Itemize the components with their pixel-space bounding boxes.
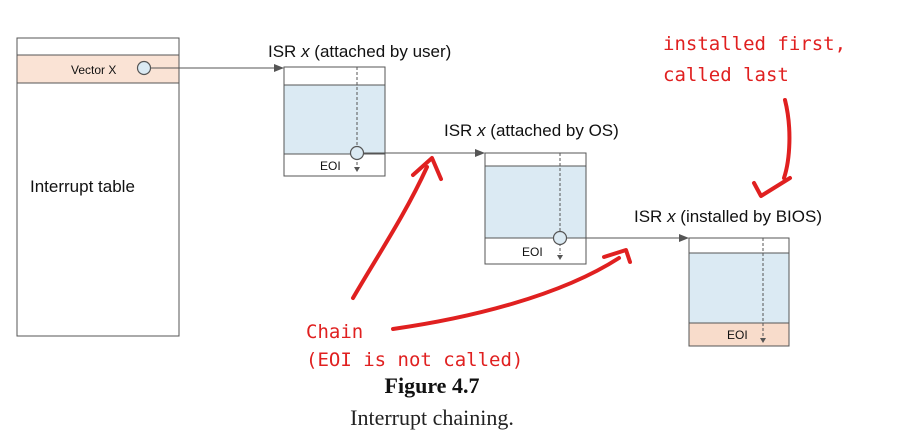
vector-pointer-dot <box>136 60 152 76</box>
isr-os-chain-dot <box>552 230 568 246</box>
isr-user-chain-dot <box>349 145 365 161</box>
annotation-chain-line1: Chain <box>306 321 363 343</box>
annotation-chain: Chain (EOI is not called) <box>306 156 632 371</box>
red-arrow-installed-shaft <box>782 98 792 180</box>
isr-user-title: ISR x (attached by user) <box>268 42 451 61</box>
red-arrow-chain-right-shaft <box>391 256 621 331</box>
annotation-installed-line2: called last <box>663 64 789 86</box>
isr-bios-eoi: EOI <box>727 328 748 342</box>
isr-user-eoi: EOI <box>320 159 341 173</box>
isr-os-box: ISR x (attached by OS) EOI <box>444 121 619 265</box>
interrupt-table: Vector X Interrupt table <box>16 37 180 337</box>
isr-bios-title: ISR x (installed by BIOS) <box>634 207 822 226</box>
isr-os-eoi: EOI <box>522 245 543 259</box>
figure-number: Figure 4.7 <box>385 373 480 398</box>
interrupt-table-label: Interrupt table <box>30 177 135 196</box>
red-arrow-chain-up-shaft <box>351 165 429 300</box>
figure-caption: Interrupt chaining. <box>350 405 514 430</box>
vector-x-cell <box>16 54 180 84</box>
isr-os-title: ISR x (attached by OS) <box>444 121 619 140</box>
vector-x-label: Vector X <box>71 63 116 77</box>
isr-bios-box: ISR x (installed by BIOS) EOI <box>634 207 822 347</box>
annotation-installed-first: installed first, called last <box>663 33 846 198</box>
isr-user-body <box>283 84 386 155</box>
annotation-chain-line2: (EOI is not called) <box>306 349 523 371</box>
isr-os-body <box>484 165 587 239</box>
red-arrow-chain-up-head <box>411 156 443 181</box>
isr-user-box: ISR x (attached by user) EOI <box>268 42 451 177</box>
annotation-installed-line1: installed first, <box>663 33 846 55</box>
isr-bios-body <box>688 252 790 324</box>
red-arrow-chain-right-head <box>602 248 632 264</box>
red-arrow-installed-head <box>752 176 792 198</box>
